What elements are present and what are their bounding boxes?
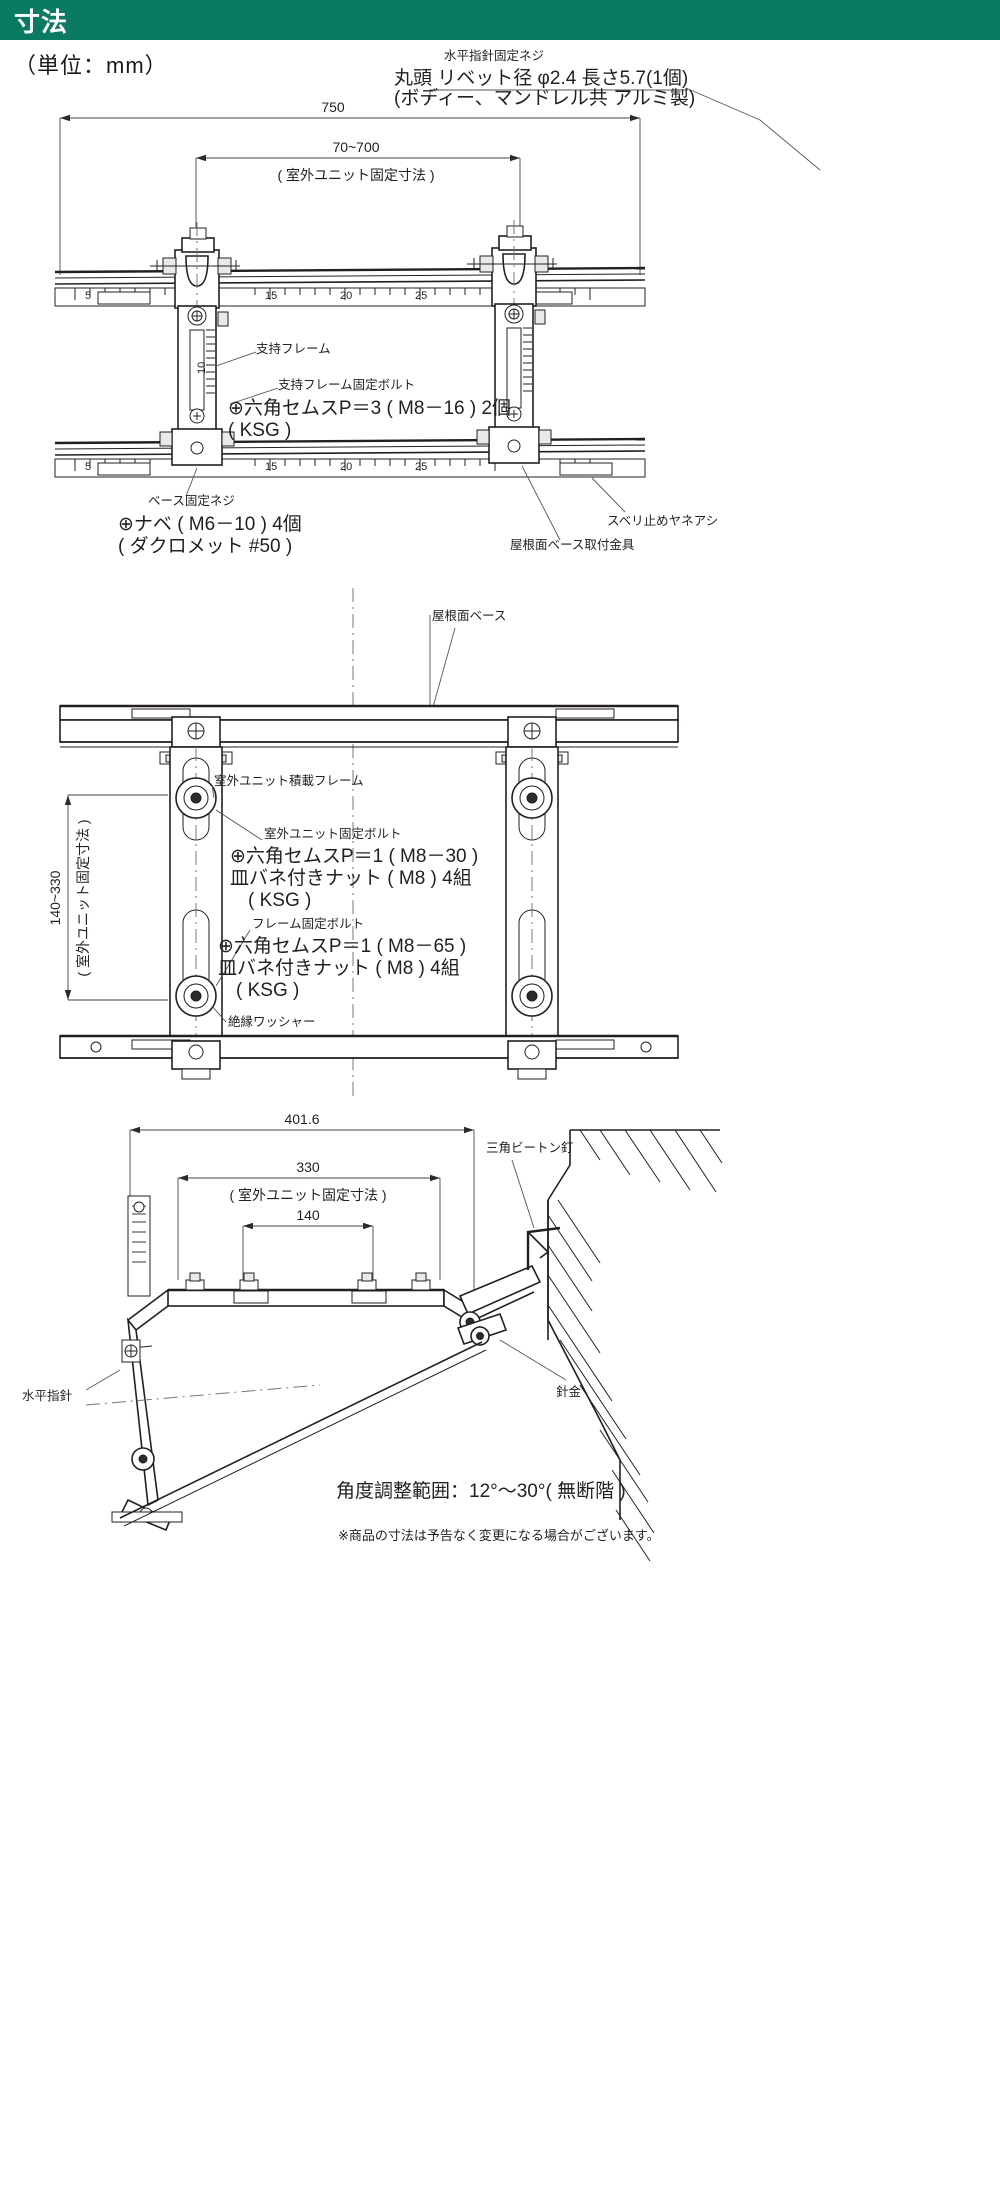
svg-text:20: 20 xyxy=(340,461,352,473)
dim-inner-text: 70~700 xyxy=(332,139,379,155)
label-base-screw: ベース固定ネジ xyxy=(148,493,235,508)
label-unit-fix-bolt-spec3: ( KSG ) xyxy=(248,890,311,911)
figure2-top-rail xyxy=(59,704,679,748)
dim-750-text: 750 xyxy=(321,99,345,115)
label-support-frame-bolt-spec2: ( KSG ) xyxy=(228,420,291,441)
figure-1-top-view: 5 15 20 25 xyxy=(54,48,821,720)
label-triangle-beaton-nail: 三角ビートン釘 xyxy=(486,1140,574,1155)
svg-text:25: 25 xyxy=(415,461,427,473)
dim-140-text: 140 xyxy=(296,1207,320,1223)
dim-inner-note-text: ( 室外ユニット固定寸法 ) xyxy=(277,167,434,183)
page-header: 寸法 xyxy=(0,0,1000,40)
unit-note: （単位：mm） xyxy=(14,53,168,78)
label-unit-fix-bolt-spec1: ⊕六角セムスP＝1 ( M8－30 ) xyxy=(230,845,478,867)
top-annotation-line3: (ボディー、マンドレル共 アルミ製) xyxy=(394,87,695,109)
figure2-left-frame xyxy=(169,746,223,1060)
label-wire: 針金 xyxy=(556,1384,582,1399)
label-horizontal-pointer: 水平指針 xyxy=(22,1388,73,1403)
figure-2-middle-view: 屋根面ベース xyxy=(47,588,679,1100)
figure2-bottom-rail xyxy=(59,1034,679,1080)
label-anti-slip: スベリ止めヤネアシ xyxy=(607,514,718,528)
dim-750 xyxy=(59,114,641,275)
dim-330: 330 ( 室外ユニット固定寸法 ) xyxy=(177,1159,441,1280)
svg-text:15: 15 xyxy=(265,461,277,473)
label-unit-mount-frame: 室外ユニット積載フレーム xyxy=(214,773,364,788)
label-unit-fix-bolt: 室外ユニット固定ボルト xyxy=(264,826,402,841)
left-support-frame: 10 xyxy=(177,305,229,432)
label-base-screw-spec2: ( ダクロメット #50 ) xyxy=(118,535,292,557)
figure2-right-frame xyxy=(505,746,559,1060)
label-frame-fix-bolt-spec3: ( KSG ) xyxy=(236,980,299,1001)
svg-text:15: 15 xyxy=(265,290,277,302)
label-frame-fix-bolt-spec1: ⊕六角セムスP＝1 ( M8－65 ) xyxy=(218,935,466,957)
horizontal-pointer-assembly xyxy=(85,1195,321,1406)
scale-ticks-lower: 5 15 20 25 xyxy=(74,459,591,473)
wall-hatch xyxy=(547,1129,723,1562)
figure-3-side-view: 401.6 330 ( 室外ユニット固定寸法 ) 140 xyxy=(22,1111,723,1562)
lower-rail-assembly: 5 15 20 25 xyxy=(54,426,646,478)
svg-text:20: 20 xyxy=(340,290,352,302)
label-insulating-washer: 絶縁ワッシャー xyxy=(228,1014,316,1029)
scale-ticks-upper: 5 15 20 25 xyxy=(74,288,591,302)
figure3-top-plate xyxy=(167,1272,471,1324)
angle-range-text: 角度調整範囲：12°～30°( 無断階 ) xyxy=(336,1480,626,1502)
dim-401-6-text: 401.6 xyxy=(284,1111,319,1127)
svg-text:5: 5 xyxy=(85,461,91,473)
left-bracket-upper xyxy=(150,222,240,420)
label-support-frame-bolt-spec1: ⊕六角セムスP＝3 ( M8－16 ) 2個 xyxy=(228,397,511,419)
figure-3-leaders xyxy=(85,1159,567,1391)
dim-140-330-note: ( 室外ユニット固定寸法 ) xyxy=(75,819,91,976)
figure2-leaders xyxy=(211,784,263,1023)
plate-bolts xyxy=(185,1272,431,1291)
label-roof-base-fitting: 屋根面ベース取付金具 xyxy=(510,537,635,552)
dim-330-note: ( 室外ユニット固定寸法 ) xyxy=(229,1187,386,1203)
dim-140: 140 xyxy=(242,1207,374,1282)
svg-text:10: 10 xyxy=(196,362,208,374)
dim-140-330: 140~330 ( 室外ユニット固定寸法 ) xyxy=(47,794,168,1001)
label-support-frame: 支持フレーム xyxy=(256,341,331,356)
page-title: 寸法 xyxy=(14,6,69,37)
top-annotation-line1: 水平指針固定ネジ xyxy=(444,48,544,63)
dim-140-330-text: 140~330 xyxy=(47,870,63,925)
top-annotation-leader xyxy=(429,87,821,171)
label-roof-base: 屋根面ベース xyxy=(432,609,506,623)
label-unit-fix-bolt-spec2: 皿バネ付きナット ( M8 ) 4組 xyxy=(230,867,472,889)
dim-330-text: 330 xyxy=(296,1159,320,1175)
label-base-screw-spec1: ⊕ナベ ( M6－10 ) 4個 xyxy=(118,513,302,535)
figure3-left-leg xyxy=(111,1289,183,1532)
figure3-diagonal-brace xyxy=(119,1226,561,1527)
svg-text:5: 5 xyxy=(85,290,91,302)
label-frame-fix-bolt-spec2: 皿バネ付きナット ( M8 ) 4組 xyxy=(218,957,460,979)
disclaimer-text: ※商品の寸法は予告なく変更になる場合がございます。 xyxy=(338,1528,660,1543)
top-annotation-line2: 丸頭 リベット径 φ2.4 長さ5.7(1個) xyxy=(394,67,688,89)
figure-1-leaders xyxy=(185,351,626,720)
svg-text:25: 25 xyxy=(415,290,427,302)
upper-rail-assembly: 5 15 20 25 xyxy=(54,266,646,307)
right-bracket-upper xyxy=(467,220,557,418)
label-support-frame-bolt: 支持フレーム固定ボルト xyxy=(278,377,415,392)
label-frame-fix-bolt: フレーム固定ボルト xyxy=(252,916,364,931)
